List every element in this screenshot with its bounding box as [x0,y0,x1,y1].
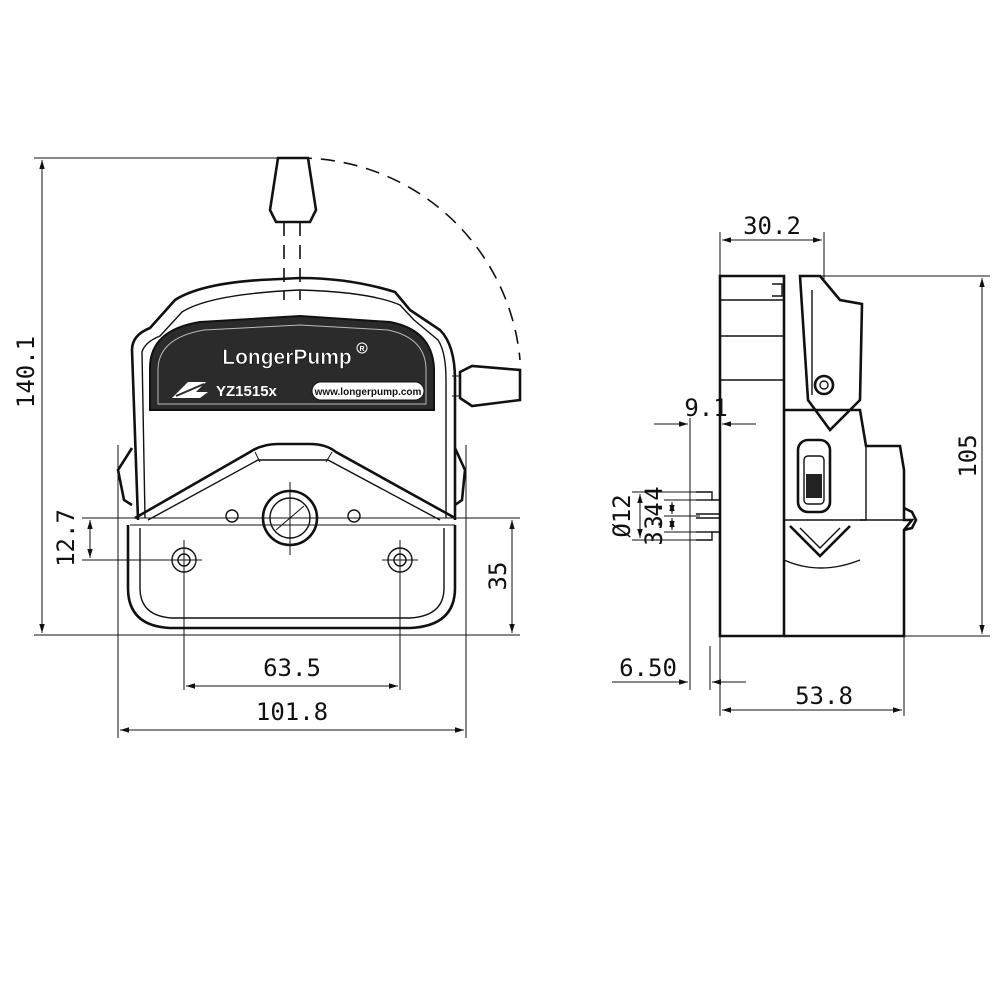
mount-hole-left [166,540,202,690]
base-plate [126,525,457,630]
side-roller [789,525,851,558]
dim-hole-spacing: 63.5 [263,654,321,682]
side-housing-right [784,408,915,638]
dim-side-height: 105 [954,434,982,477]
mount-hole-right [382,540,418,690]
side-lever [798,274,864,432]
lever-handle-rotated [452,364,522,408]
dim-tube-offset: 9.1 [684,394,727,422]
side-view [696,274,918,638]
screw-right-small [347,509,361,523]
dim-mount-offset: 12.7 [52,509,80,567]
right-side-clip [453,447,467,507]
handle-swing-arc [297,157,521,361]
dim-plate-thickness: 6.50 [619,654,677,682]
tube-connector [696,491,720,541]
dim-center-height: 35 [484,562,512,591]
side-body [718,274,786,638]
dim-tube-diameter: Ø12 [608,494,636,537]
website-badge [311,381,425,401]
registered-mark-icon [356,342,368,354]
dim-total-height: 140.1 [12,336,40,408]
side-dimensions: 30.2 105 9.1 Ø12 3.4 3.4 6.50 53.8 [608,212,990,716]
dim-total-width: 101.8 [256,698,328,726]
dim-tube-half-lower: 3.4 [640,502,668,545]
occlusion-bed [134,442,456,520]
side-window [796,438,832,514]
model-label: YZ1515x [216,383,278,400]
brand-logo-icon [172,382,208,398]
left-side-clip [116,447,134,507]
lever-handle-vertical [268,156,318,300]
svg-text:R: R [359,346,364,353]
front-view: LongerPump R YZ1515x www.longerpump.com [116,156,522,690]
website-label: www.longerpump.com [314,387,422,398]
dim-side-top-width: 30.2 [743,212,801,240]
dim-tube-half-upper: 3.4 [640,486,668,529]
pump-head-outline [130,276,457,521]
dim-side-depth: 53.8 [795,682,853,710]
brand-label: LongerPump [222,346,352,369]
screw-left-small [225,509,239,523]
front-dimensions: 140.1 12.7 35 63.5 101.8 [12,157,520,738]
